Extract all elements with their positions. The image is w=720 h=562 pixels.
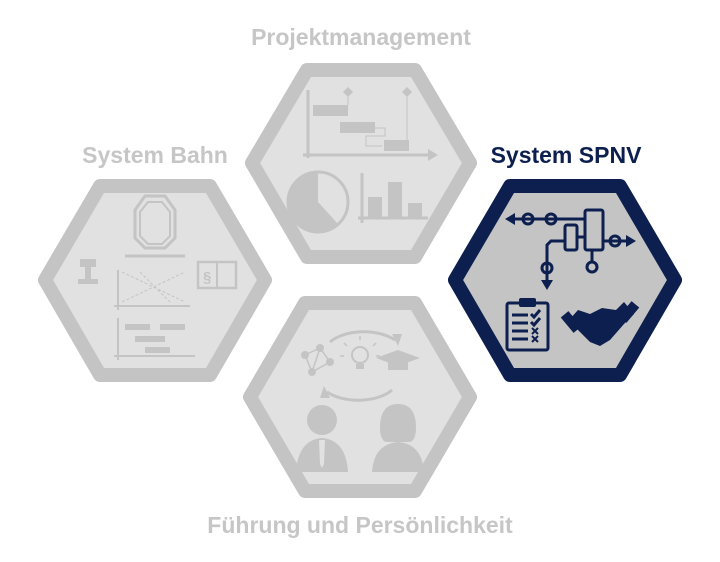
graduation-cap-icon xyxy=(376,350,420,370)
title-projektmanagement[interactable]: Projektmanagement xyxy=(251,24,471,50)
rail-icon xyxy=(78,259,98,284)
lightbulb-icon xyxy=(340,336,380,369)
hex-system-bahn[interactable]: § xyxy=(38,179,272,382)
network-icon xyxy=(301,344,334,376)
title-system-bahn[interactable]: System Bahn xyxy=(82,142,228,168)
pie-chart-icon xyxy=(286,170,350,234)
gantt-chart-icon xyxy=(303,87,438,161)
checklist-icon xyxy=(505,298,550,352)
title-fuehrung[interactable]: Führung und Persönlichkeit xyxy=(207,512,513,538)
track-network-icon xyxy=(505,208,636,290)
businessman-icon xyxy=(296,405,348,472)
businesswoman-icon xyxy=(372,404,424,472)
pantograph-icon xyxy=(125,194,185,258)
hex-system-spnv[interactable] xyxy=(448,179,682,382)
bar-chart-icon xyxy=(358,173,428,223)
handshake-icon xyxy=(560,301,640,346)
hex-fuehrung[interactable] xyxy=(243,296,477,498)
svg-text:§: § xyxy=(203,269,211,286)
law-book-icon: § xyxy=(196,260,238,290)
timetable-graph-icon xyxy=(114,270,195,360)
title-system-spnv[interactable]: System SPNV xyxy=(491,142,643,168)
cycle-icon xyxy=(320,330,402,402)
hex-projektmanagement[interactable] xyxy=(245,63,477,264)
